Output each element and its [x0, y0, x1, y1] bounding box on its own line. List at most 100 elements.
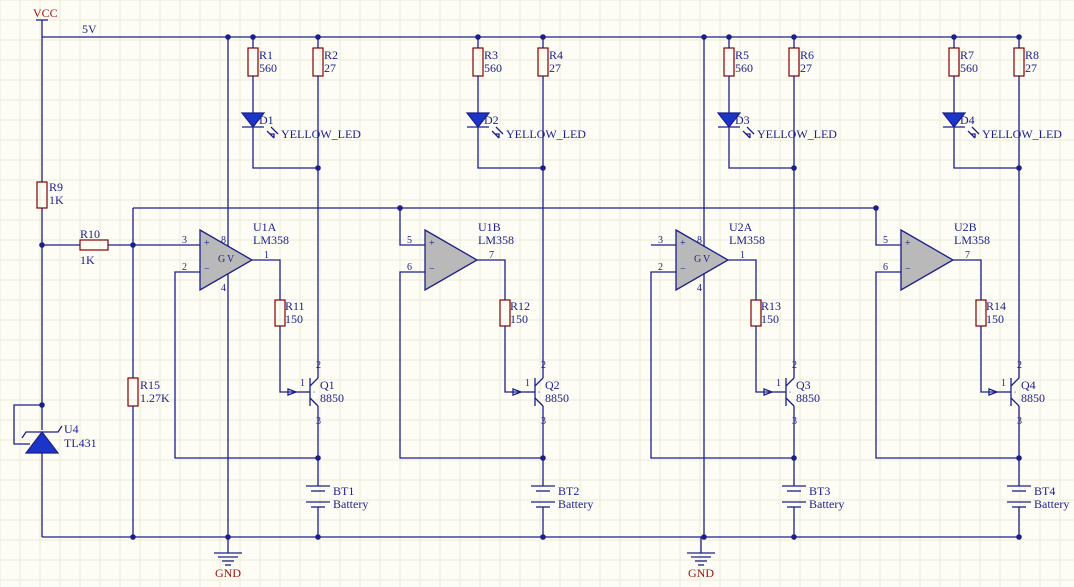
u1b-opamp-symbol — [424, 228, 479, 292]
r8-ref: R8 — [1025, 48, 1039, 62]
q1-value: 8850 — [320, 391, 344, 405]
r3-value: 560 — [484, 61, 502, 75]
r6-value: 27 — [800, 61, 812, 75]
u2a-value: LM358 — [729, 233, 765, 247]
d1-ref: D1 — [259, 113, 274, 127]
u2a-plus-mark: + — [680, 238, 686, 249]
u1a-pin-v: 8 — [221, 235, 226, 246]
r10-ref: R10 — [80, 227, 100, 241]
q3-base-arrow — [763, 388, 774, 396]
u2a-pin-v: 8 — [697, 235, 702, 246]
r4-ref: R4 — [549, 48, 563, 62]
u1a-v-mark: V — [227, 254, 235, 265]
u1b-minus-mark: − — [429, 264, 435, 275]
r7-resistor — [948, 47, 960, 77]
junction-dot — [951, 34, 957, 40]
u1b-pin-out: 7 — [489, 250, 494, 261]
r9-resistor — [36, 181, 48, 209]
d2-ref: D2 — [484, 113, 499, 127]
q1-base-arrow — [287, 388, 298, 396]
gnd-symbol-1: GND — [214, 537, 242, 580]
q2-base-arrow — [512, 388, 523, 396]
bt1-ref: BT1 — [333, 484, 354, 498]
u1a-pin-minus: 2 — [182, 262, 187, 273]
q3-pin-e: 3 — [792, 416, 797, 427]
u2a-g-mark: G — [694, 254, 701, 265]
junction-dot — [397, 205, 403, 211]
u1a-g-mark: G — [218, 254, 225, 265]
q4-pin-e: 3 — [1017, 416, 1022, 427]
u1a-plus-mark: + — [204, 238, 210, 249]
r9-value: 1K — [49, 193, 64, 207]
bt3-value: Battery — [809, 497, 844, 511]
junction-dot — [1016, 534, 1022, 540]
vcc-net-label: VCC — [33, 6, 58, 20]
rail-5v-label: 5V — [82, 22, 97, 36]
u1b-output-wire — [477, 259, 506, 300]
bt1-value: Battery — [333, 497, 368, 511]
r11-value: 150 — [285, 312, 303, 326]
junction-dot — [873, 205, 879, 211]
d1-led-symbol — [240, 112, 266, 128]
u1b-ref: U1B — [478, 220, 501, 234]
q4-collector-lead — [1010, 377, 1020, 387]
u1b-value: LM358 — [478, 233, 514, 247]
channel-4: R7560D4YELLOW_LEDR827+−567U2BLM358R14150… — [873, 34, 1069, 540]
r12-resistor — [499, 299, 511, 327]
u1b-plus-mark: + — [429, 238, 435, 249]
q2-emitter-lead — [534, 397, 544, 407]
r1-value: 560 — [259, 61, 277, 75]
u2b-pin-out: 7 — [965, 250, 970, 261]
junction-dot — [130, 534, 136, 540]
r5-resistor — [723, 47, 735, 77]
r11-ref: R11 — [285, 299, 305, 313]
u4-cathode-bar — [21, 425, 63, 439]
d4-ref: D4 — [960, 113, 975, 127]
junction-dot — [1016, 34, 1022, 40]
d1-emission-arrows — [266, 126, 279, 139]
u1b-pin-minus: 6 — [407, 262, 412, 273]
u1b-feedback-wire — [399, 271, 543, 459]
bt4-value: Battery — [1034, 497, 1069, 511]
u2a-pin-g: 4 — [697, 283, 702, 294]
junction-dot — [791, 534, 797, 540]
q2-pin-b: 1 — [525, 378, 530, 389]
r9-ref: R9 — [49, 180, 63, 194]
junction-dot — [726, 34, 732, 40]
u2a-ref: U2A — [729, 220, 753, 234]
r5-value: 560 — [735, 61, 753, 75]
junction-dot — [250, 34, 256, 40]
u2b-plus-input-wire — [875, 208, 901, 246]
r8-value: 27 — [1025, 61, 1037, 75]
junction-dot — [540, 534, 546, 540]
r12-ref: R12 — [510, 299, 530, 313]
r15-resistor — [127, 377, 139, 407]
gnd-net-label-1: GND — [215, 566, 241, 580]
gnd-symbol-2: GND — [687, 537, 715, 580]
u2b-feedback-wire — [875, 271, 1019, 459]
junction-dot — [39, 402, 45, 408]
u4-value: TL431 — [64, 436, 97, 450]
q1-collector-lead — [309, 377, 319, 387]
r6-ref: R6 — [800, 48, 814, 62]
r2-value: 27 — [324, 61, 336, 75]
q4-pin-b: 1 — [1001, 378, 1006, 389]
q4-base-arrow — [988, 388, 999, 396]
r7-ref: R7 — [960, 48, 974, 62]
u2a-feedback-wire — [650, 271, 794, 459]
u2b-minus-mark: − — [905, 264, 911, 275]
junction-dot — [540, 34, 546, 40]
u2a-minus-mark: − — [680, 264, 686, 275]
q3-ref: Q3 — [796, 378, 811, 392]
channel-2: R3560D2YELLOW_LEDR427+−567U1BLM358R12150… — [397, 34, 593, 540]
r14-value: 150 — [986, 312, 1004, 326]
q4-emitter-lead — [1010, 397, 1020, 407]
junction-dot — [225, 34, 231, 40]
r14-ref: R14 — [986, 299, 1006, 313]
d4-value: YELLOW_LED — [982, 127, 1062, 141]
q1-pin-c: 2 — [316, 360, 321, 371]
q4-pin-c: 2 — [1017, 360, 1022, 371]
r12-value: 150 — [510, 312, 528, 326]
